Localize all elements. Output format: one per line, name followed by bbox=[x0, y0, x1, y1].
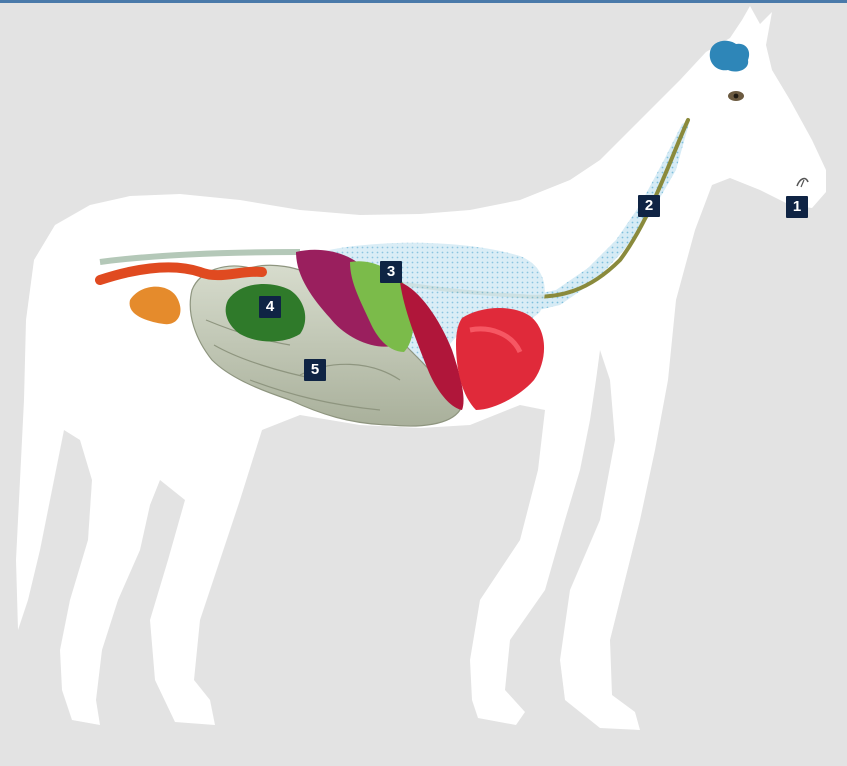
brain-shape bbox=[710, 41, 749, 72]
marker-2: 2 bbox=[638, 195, 660, 217]
marker-1: 1 bbox=[786, 196, 808, 218]
marker-4: 4 bbox=[259, 296, 281, 318]
marker-5: 5 bbox=[304, 359, 326, 381]
marker-3: 3 bbox=[380, 261, 402, 283]
